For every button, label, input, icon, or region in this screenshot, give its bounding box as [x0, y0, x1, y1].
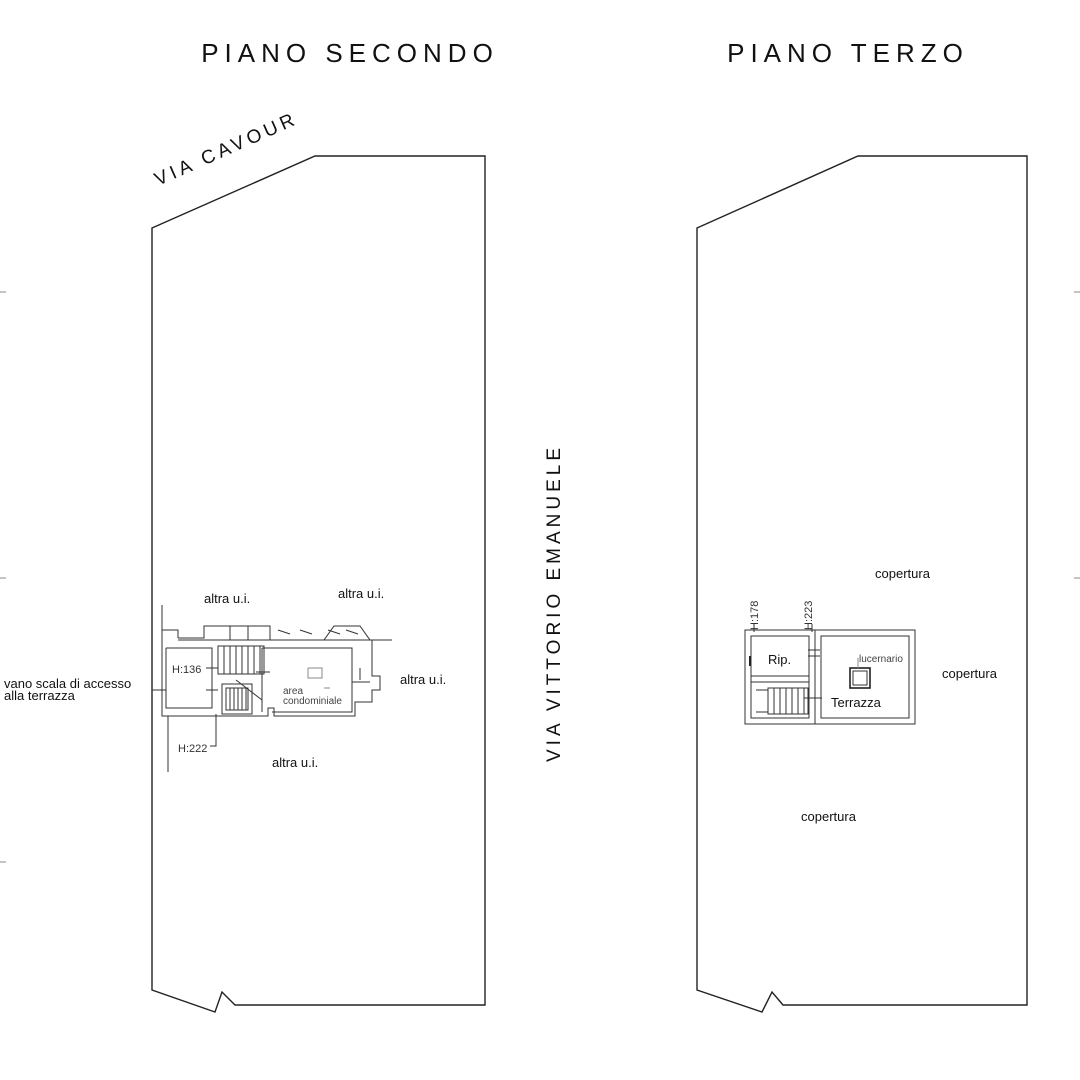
label-h223: H:223 [803, 601, 815, 630]
edge-ticks [0, 291, 1080, 863]
building-outline-second-floor [151, 155, 486, 1013]
title-piano-terzo: PIANO TERZO [727, 38, 969, 68]
label-h178: H:178 [749, 601, 761, 630]
label-h222: H:222 [178, 743, 207, 755]
label-area-line1: area [283, 686, 303, 697]
label-altra-ui-bottom: altra u.i. [272, 755, 318, 770]
unit-plan-second-floor [152, 605, 392, 772]
label-vano-scala-line1: vano scala di accesso [4, 676, 131, 691]
label-copertura-bottom: copertura [801, 809, 857, 824]
building-outline-third-floor [696, 155, 1028, 1013]
label-rip: Rip. [768, 652, 791, 667]
label-vano-scala-line2: alla terrazza [4, 688, 76, 703]
unit-plan-third-floor [744, 624, 916, 725]
street-via-vittorio-emanuele: VIA VITTORIO EMANUELE [544, 444, 565, 762]
label-copertura-top: copertura [875, 566, 931, 581]
label-altra-ui-top-right: altra u.i. [338, 586, 384, 601]
label-copertura-right: copertura [942, 666, 998, 681]
label-h136: H:136 [172, 664, 201, 676]
title-piano-secondo: PIANO SECONDO [201, 38, 499, 68]
label-altra-ui-top-left: altra u.i. [204, 591, 250, 606]
street-via-cavour: VIA CAVOUR [151, 108, 301, 190]
label-terrazza: Terrazza [831, 695, 882, 710]
label-lucernario: lucernario [859, 654, 903, 665]
label-altra-ui-right: altra u.i. [400, 672, 446, 687]
label-area-line2: condominiale [283, 696, 342, 707]
